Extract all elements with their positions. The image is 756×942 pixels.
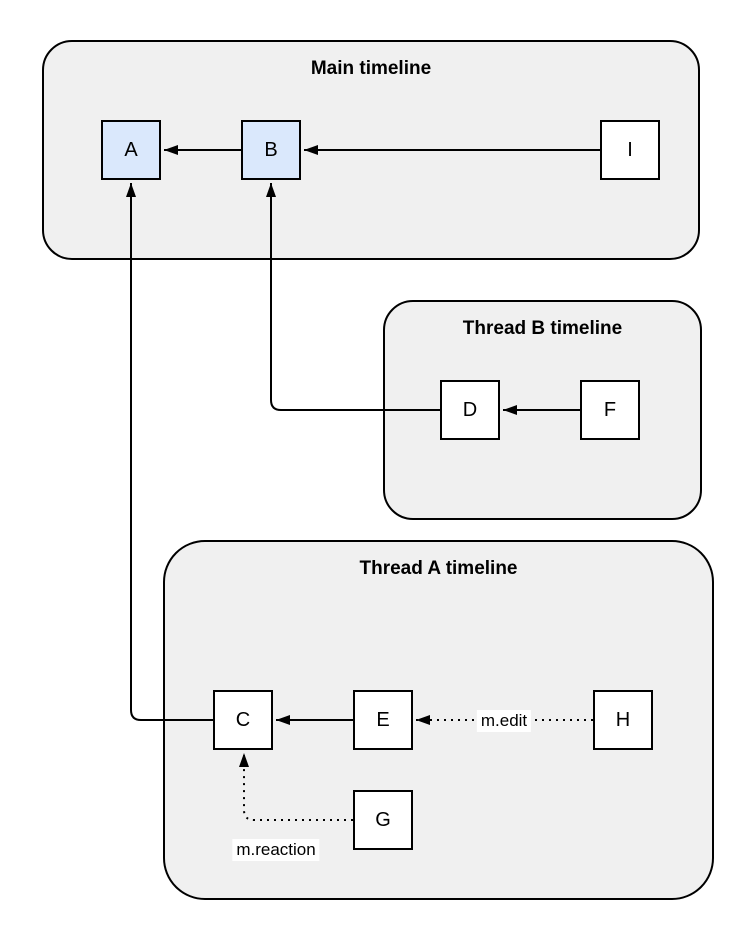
node-b-label: B bbox=[264, 138, 278, 161]
node-e: E bbox=[353, 690, 413, 750]
node-i-label: I bbox=[627, 138, 633, 161]
node-d: D bbox=[440, 380, 500, 440]
node-e-label: E bbox=[376, 708, 390, 731]
node-c: C bbox=[213, 690, 273, 750]
container-title-main: Main timeline bbox=[310, 58, 432, 79]
edge-label-m-reaction: m.reaction bbox=[232, 839, 320, 861]
node-h-label: H bbox=[615, 708, 631, 731]
container-thread-b-timeline: Thread B timeline bbox=[383, 300, 702, 520]
container-title-thread-a: Thread A timeline bbox=[359, 558, 518, 579]
node-c-label: C bbox=[235, 708, 251, 731]
edge-label-m-edit: m.edit bbox=[476, 710, 532, 732]
node-g-label: G bbox=[375, 808, 391, 831]
node-d-label: D bbox=[462, 398, 478, 421]
node-f-label: F bbox=[603, 398, 617, 421]
node-f: F bbox=[580, 380, 640, 440]
node-a: A bbox=[101, 120, 161, 180]
node-i: I bbox=[600, 120, 660, 180]
node-a-label: A bbox=[124, 138, 138, 161]
node-g: G bbox=[353, 790, 413, 850]
container-title-thread-b: Thread B timeline bbox=[462, 318, 623, 339]
node-b: B bbox=[241, 120, 301, 180]
node-h: H bbox=[593, 690, 653, 750]
